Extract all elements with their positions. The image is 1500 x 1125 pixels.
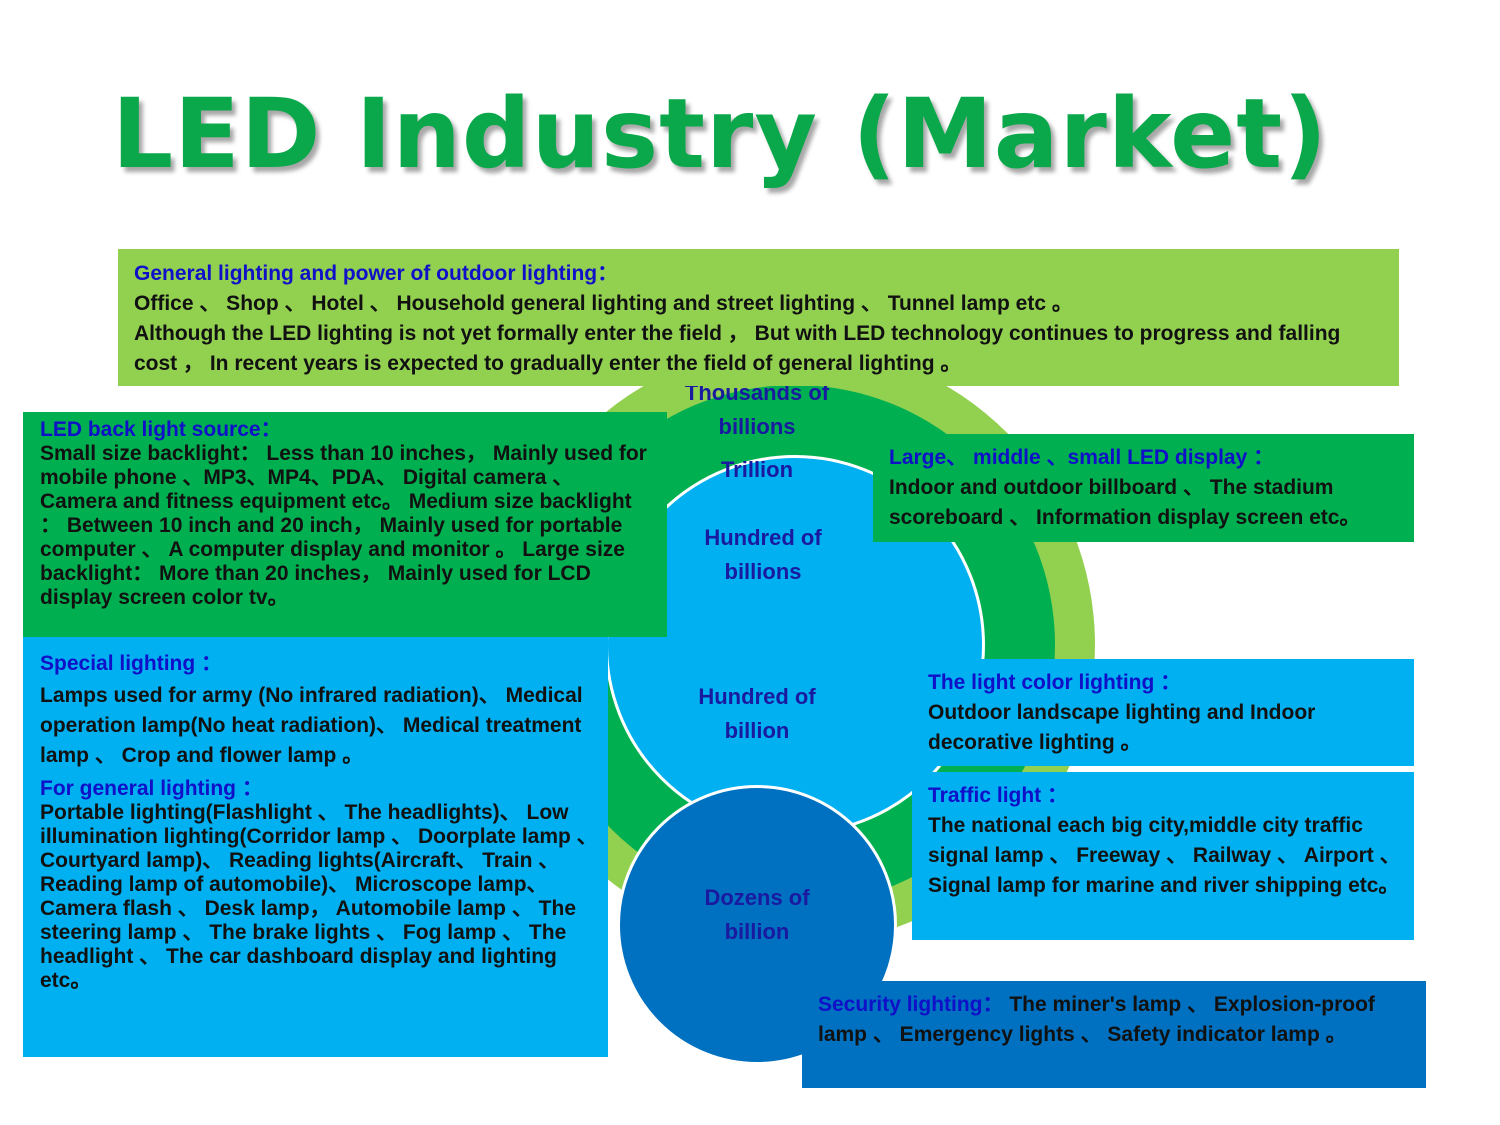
special-heading: Special lighting ：	[40, 652, 223, 675]
level-hundred-of-billion: Hundred of billion	[698, 684, 816, 743]
level-thousands-of-billions: Thousands of billions	[684, 380, 830, 439]
level-trillion: Trillion	[720, 457, 794, 482]
security-text: Security lighting： The miner's lamp 、 Ex…	[818, 990, 1416, 1050]
general-outdoor-box: General lighting and power of outdoor li…	[118, 249, 1399, 386]
traffic-heading: Traffic light ：	[928, 784, 1069, 807]
color-light-body: Outdoor landscape lighting and Indoor de…	[928, 701, 1316, 754]
security-box: Security lighting： The miner's lamp 、 Ex…	[802, 981, 1426, 1088]
display-box: Large、 middle 、small LED display ： Indoo…	[873, 434, 1414, 542]
page-title: LED Industry (Market)	[112, 78, 1329, 190]
level-dozens-of-billion: Dozens of billion	[704, 885, 810, 944]
general-body: Portable lighting(Flashlight 、 The headl…	[40, 801, 598, 992]
display-body: Indoor and outdoor billboard 、 The stadi…	[889, 476, 1361, 529]
traffic-body: The national each big city,middle city t…	[928, 814, 1401, 897]
general-outdoor-line2: Although the LED lighting is not yet for…	[134, 322, 1341, 375]
backlight-box: LED back light source： Small size backli…	[23, 412, 667, 637]
display-heading: Large、 middle 、small LED display ：	[889, 446, 1275, 469]
security-body: The miner's lamp 、 Explosion-proof lamp …	[818, 993, 1375, 1046]
general-outdoor-heading: General lighting and power of outdoor li…	[134, 262, 619, 285]
special-body: Lamps used for army (No infrared radiati…	[40, 684, 583, 767]
color-light-box: The light color lighting ： Outdoor lands…	[912, 659, 1414, 766]
backlight-heading: LED back light source：	[40, 418, 282, 441]
special-general-box: Special lighting ： Lamps used for army (…	[23, 637, 608, 1057]
general-heading: For general lighting ：	[40, 777, 263, 800]
traffic-box: Traffic light ： The national each big ci…	[912, 772, 1414, 940]
color-light-heading: The light color lighting ：	[928, 671, 1182, 694]
security-heading: Security lighting：	[818, 993, 1004, 1016]
backlight-body: Small size backlight： Less than 10 inche…	[40, 442, 647, 609]
level-hundred-of-billions: Hundred of billions	[704, 525, 822, 584]
general-outdoor-line1: Office 、 Shop 、 Hotel 、 Household genera…	[134, 292, 1073, 315]
